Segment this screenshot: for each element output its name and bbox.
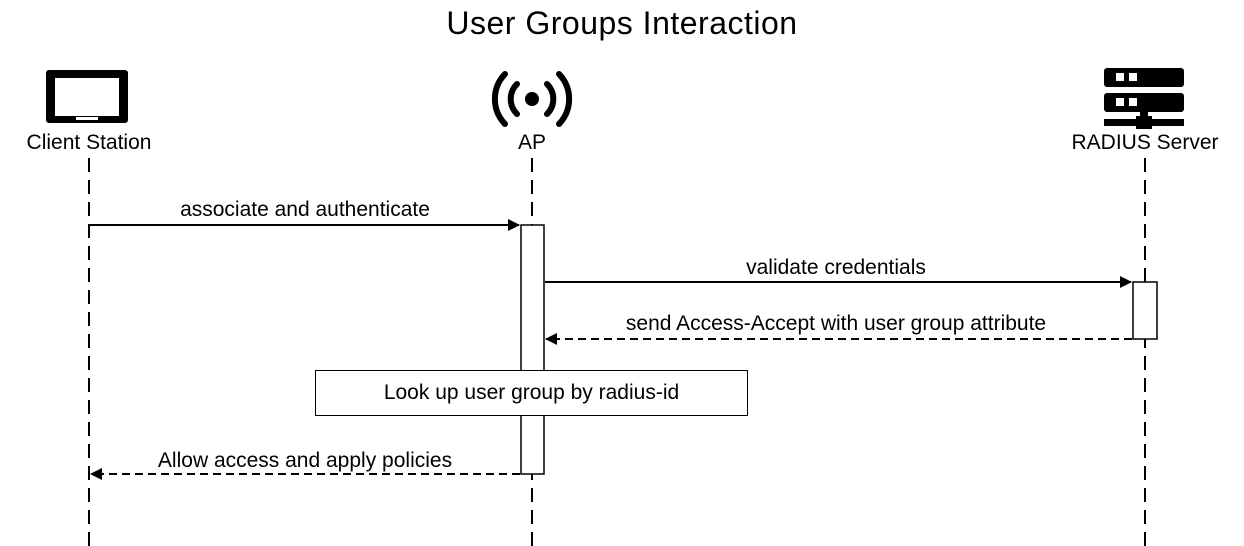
message-label-1: associate and authenticate [180,198,430,221]
actor-label-client: Client Station [26,131,152,154]
diagram-title: User Groups Interaction [446,5,798,41]
message-label-3: send Access-Accept with user group attri… [625,312,1047,335]
actor-label-ap: AP [517,131,546,154]
note-text: Look up user group by radius-id [383,381,680,404]
activation-ap [520,224,545,475]
message-label-4: Allow access and apply policies [157,449,453,472]
wireless-signal-icon [491,71,573,127]
activation-radius [1132,281,1158,340]
actor-label-radius: RADIUS Server [1071,131,1219,154]
note-box: Look up user group by radius-id [315,370,748,416]
message-label-2: validate credentials [746,256,926,279]
server-icon [1104,68,1184,129]
laptop-icon [46,70,128,123]
